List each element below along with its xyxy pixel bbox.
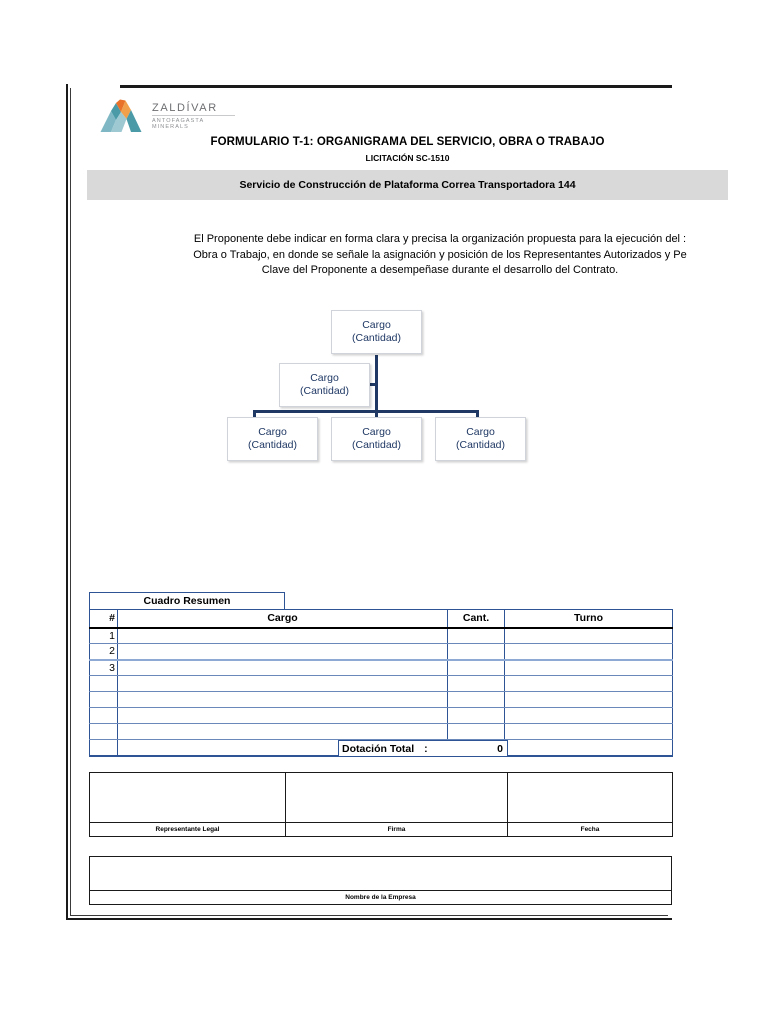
org-box-level3-right[interactable]: Cargo (Cantidad): [435, 417, 526, 461]
org-connector-drop-1: [253, 410, 256, 422]
org-box-title: Cargo: [466, 425, 495, 438]
total-value: 0: [497, 742, 503, 755]
cell-cant[interactable]: [447, 707, 505, 724]
org-box-quantity: (Cantidad): [247, 439, 298, 451]
company-block: Nombre de la Empresa: [89, 856, 672, 905]
row-number: [89, 691, 118, 708]
summary-table: # Cargo Cant. Turno 1 2 3: [89, 609, 673, 757]
org-connector-stub: [363, 383, 377, 386]
cell-cargo[interactable]: [117, 691, 448, 708]
row-number: [89, 723, 118, 740]
org-box-level3-center[interactable]: Cargo (Cantidad): [331, 417, 422, 461]
header-rule: [120, 85, 672, 88]
row-number: [89, 675, 118, 692]
instructions-paragraph: El Proponente debe indicar en forma clar…: [193, 233, 687, 277]
table-header-row: # Cargo Cant. Turno: [89, 609, 673, 629]
summary-table-caption: Cuadro Resumen: [89, 592, 285, 610]
cell-turno[interactable]: [504, 707, 673, 724]
company-label-row: Nombre de la Empresa: [89, 890, 672, 905]
signature-field-representante[interactable]: [89, 772, 286, 823]
org-box-quantity: (Cantidad): [455, 439, 506, 451]
total-label: Dotación Total: [342, 742, 415, 755]
org-box-level1[interactable]: Cargo (Cantidad): [331, 310, 422, 354]
signature-label-fecha: Fecha: [507, 822, 673, 837]
org-connector-bus: [253, 410, 478, 413]
cell-cargo[interactable]: [117, 659, 448, 676]
company-name-field[interactable]: [89, 856, 672, 891]
org-box-level2[interactable]: Cargo (Cantidad): [279, 363, 370, 407]
cell-cargo[interactable]: [117, 675, 448, 692]
table-row: 2: [89, 643, 673, 661]
table-row: [89, 691, 673, 708]
org-box-title: Cargo: [310, 371, 339, 384]
page-border-inner: [70, 88, 668, 916]
table-row: [89, 675, 673, 692]
row-number: 3: [89, 659, 118, 676]
row-number: [89, 739, 118, 757]
zaldivar-logo: ZALDÍVAR ANTOFAGASTA MINERALS: [100, 96, 235, 136]
signature-block: Representante Legal Firma Fecha: [89, 772, 673, 837]
cell-turno[interactable]: [504, 739, 673, 757]
org-box-title: Cargo: [362, 425, 391, 438]
column-header-number: #: [89, 609, 118, 629]
cell-cant[interactable]: [447, 643, 505, 661]
table-row: 3: [89, 659, 673, 676]
signature-label-row: Representante Legal Firma Fecha: [89, 822, 673, 837]
column-header-cant: Cant.: [447, 609, 505, 629]
cell-cargo[interactable]: [117, 643, 448, 661]
logo-wordmark: ZALDÍVAR ANTOFAGASTA MINERALS: [152, 102, 235, 131]
cell-cant[interactable]: [447, 723, 505, 740]
org-box-quantity: (Cantidad): [351, 332, 402, 344]
org-box-title: Cargo: [362, 318, 391, 331]
cell-turno[interactable]: [504, 675, 673, 692]
org-box-quantity: (Cantidad): [299, 385, 350, 397]
form-title: FORMULARIO T-1: ORGANIGRAMA DEL SERVICIO…: [210, 136, 605, 148]
signature-field-fecha[interactable]: [507, 772, 673, 823]
cell-cargo[interactable]: [117, 627, 448, 644]
cell-cant[interactable]: [447, 659, 505, 676]
signature-input-row: [89, 772, 673, 823]
company-name-label: Nombre de la Empresa: [89, 890, 672, 905]
org-connector-drop-3: [476, 410, 479, 422]
signature-label-representante: Representante Legal: [89, 822, 286, 837]
mountain-logo-icon: [100, 99, 142, 132]
logo-company-group: ANTOFAGASTA MINERALS: [152, 118, 204, 131]
cell-turno[interactable]: [504, 643, 673, 661]
cell-turno[interactable]: [504, 659, 673, 676]
table-row: [89, 723, 673, 740]
cell-cargo[interactable]: [117, 707, 448, 724]
logo-company-name: ZALDÍVAR: [152, 102, 235, 117]
cell-turno[interactable]: [504, 723, 673, 740]
cell-turno[interactable]: [504, 627, 673, 644]
org-box-quantity: (Cantidad): [351, 439, 402, 451]
row-number: [89, 707, 118, 724]
company-input-row: [89, 856, 672, 891]
cell-cant[interactable]: [447, 691, 505, 708]
cell-cant[interactable]: [447, 627, 505, 644]
table-row: 1: [89, 627, 673, 644]
org-box-title: Cargo: [258, 425, 287, 438]
cell-turno[interactable]: [504, 691, 673, 708]
row-number: 2: [89, 643, 118, 661]
org-connector-drop-2: [375, 410, 378, 422]
cell-cargo[interactable]: [117, 723, 448, 740]
column-header-turno: Turno: [504, 609, 673, 629]
organization-chart: Cargo (Cantidad) Cargo (Cantidad) Cargo …: [220, 305, 540, 470]
total-headcount-box: Dotación Total : 0: [338, 740, 508, 757]
row-number: 1: [89, 627, 118, 644]
tender-number: LICITACIÓN SC-1510: [365, 153, 450, 163]
page-border: [66, 84, 672, 920]
org-box-level3-left[interactable]: Cargo (Cantidad): [227, 417, 318, 461]
signature-field-firma[interactable]: [285, 772, 508, 823]
column-header-cargo: Cargo: [117, 609, 448, 629]
table-row: [89, 707, 673, 724]
total-colon: :: [424, 742, 428, 755]
signature-label-firma: Firma: [285, 822, 508, 837]
service-name-banner: Servicio de Construcción de Plataforma C…: [87, 170, 728, 200]
cell-cant[interactable]: [447, 675, 505, 692]
